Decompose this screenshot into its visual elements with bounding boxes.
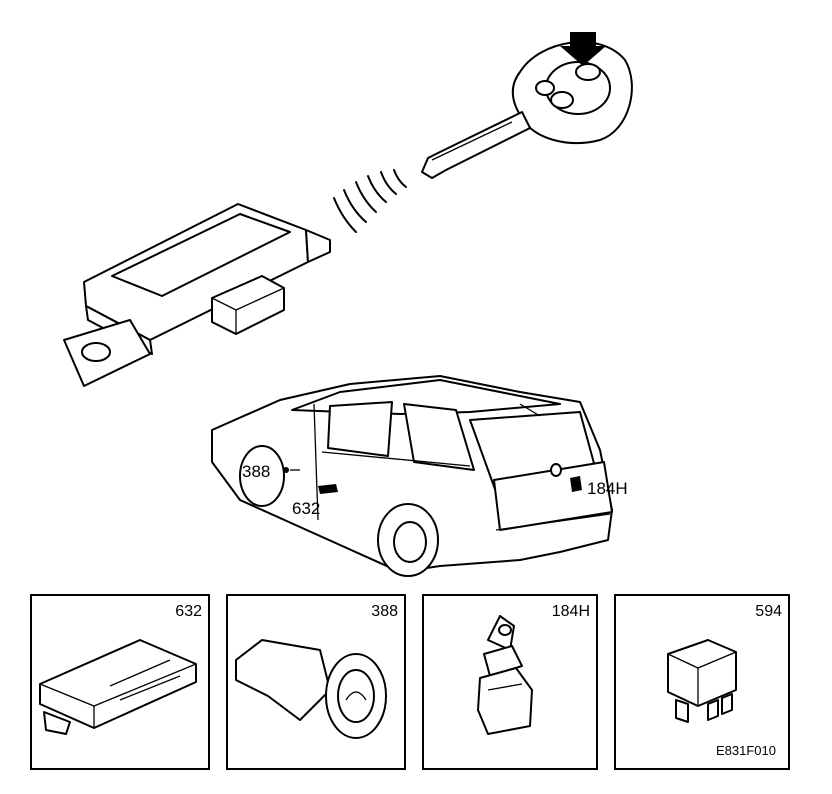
car-illustration	[211, 375, 613, 577]
figure-reference: E831F010	[716, 743, 776, 758]
callout-388: 388	[242, 462, 271, 481]
relay-594-drawing	[667, 639, 737, 723]
door-module-632-drawing	[39, 639, 197, 735]
callout-632: 632	[292, 499, 321, 518]
panel-label: 388	[371, 603, 398, 620]
panel-632: 632	[30, 594, 210, 770]
panel-label: 594	[755, 603, 782, 620]
panel-594: 594 E831F010	[614, 594, 790, 770]
receiver-module	[63, 203, 331, 387]
press-arrow	[560, 32, 606, 66]
radio-waves-icon	[333, 169, 407, 233]
callout-184h: 184H	[587, 479, 628, 498]
panel-label: 184H	[551, 603, 590, 620]
lock-switch-388-drawing	[235, 639, 387, 739]
panel-label: 632	[175, 603, 202, 620]
remote-key-fob	[421, 41, 633, 179]
panel-184h: 184H	[422, 594, 598, 770]
panel-388: 388	[226, 594, 406, 770]
tailgate-lock-184h-drawing	[477, 615, 533, 735]
